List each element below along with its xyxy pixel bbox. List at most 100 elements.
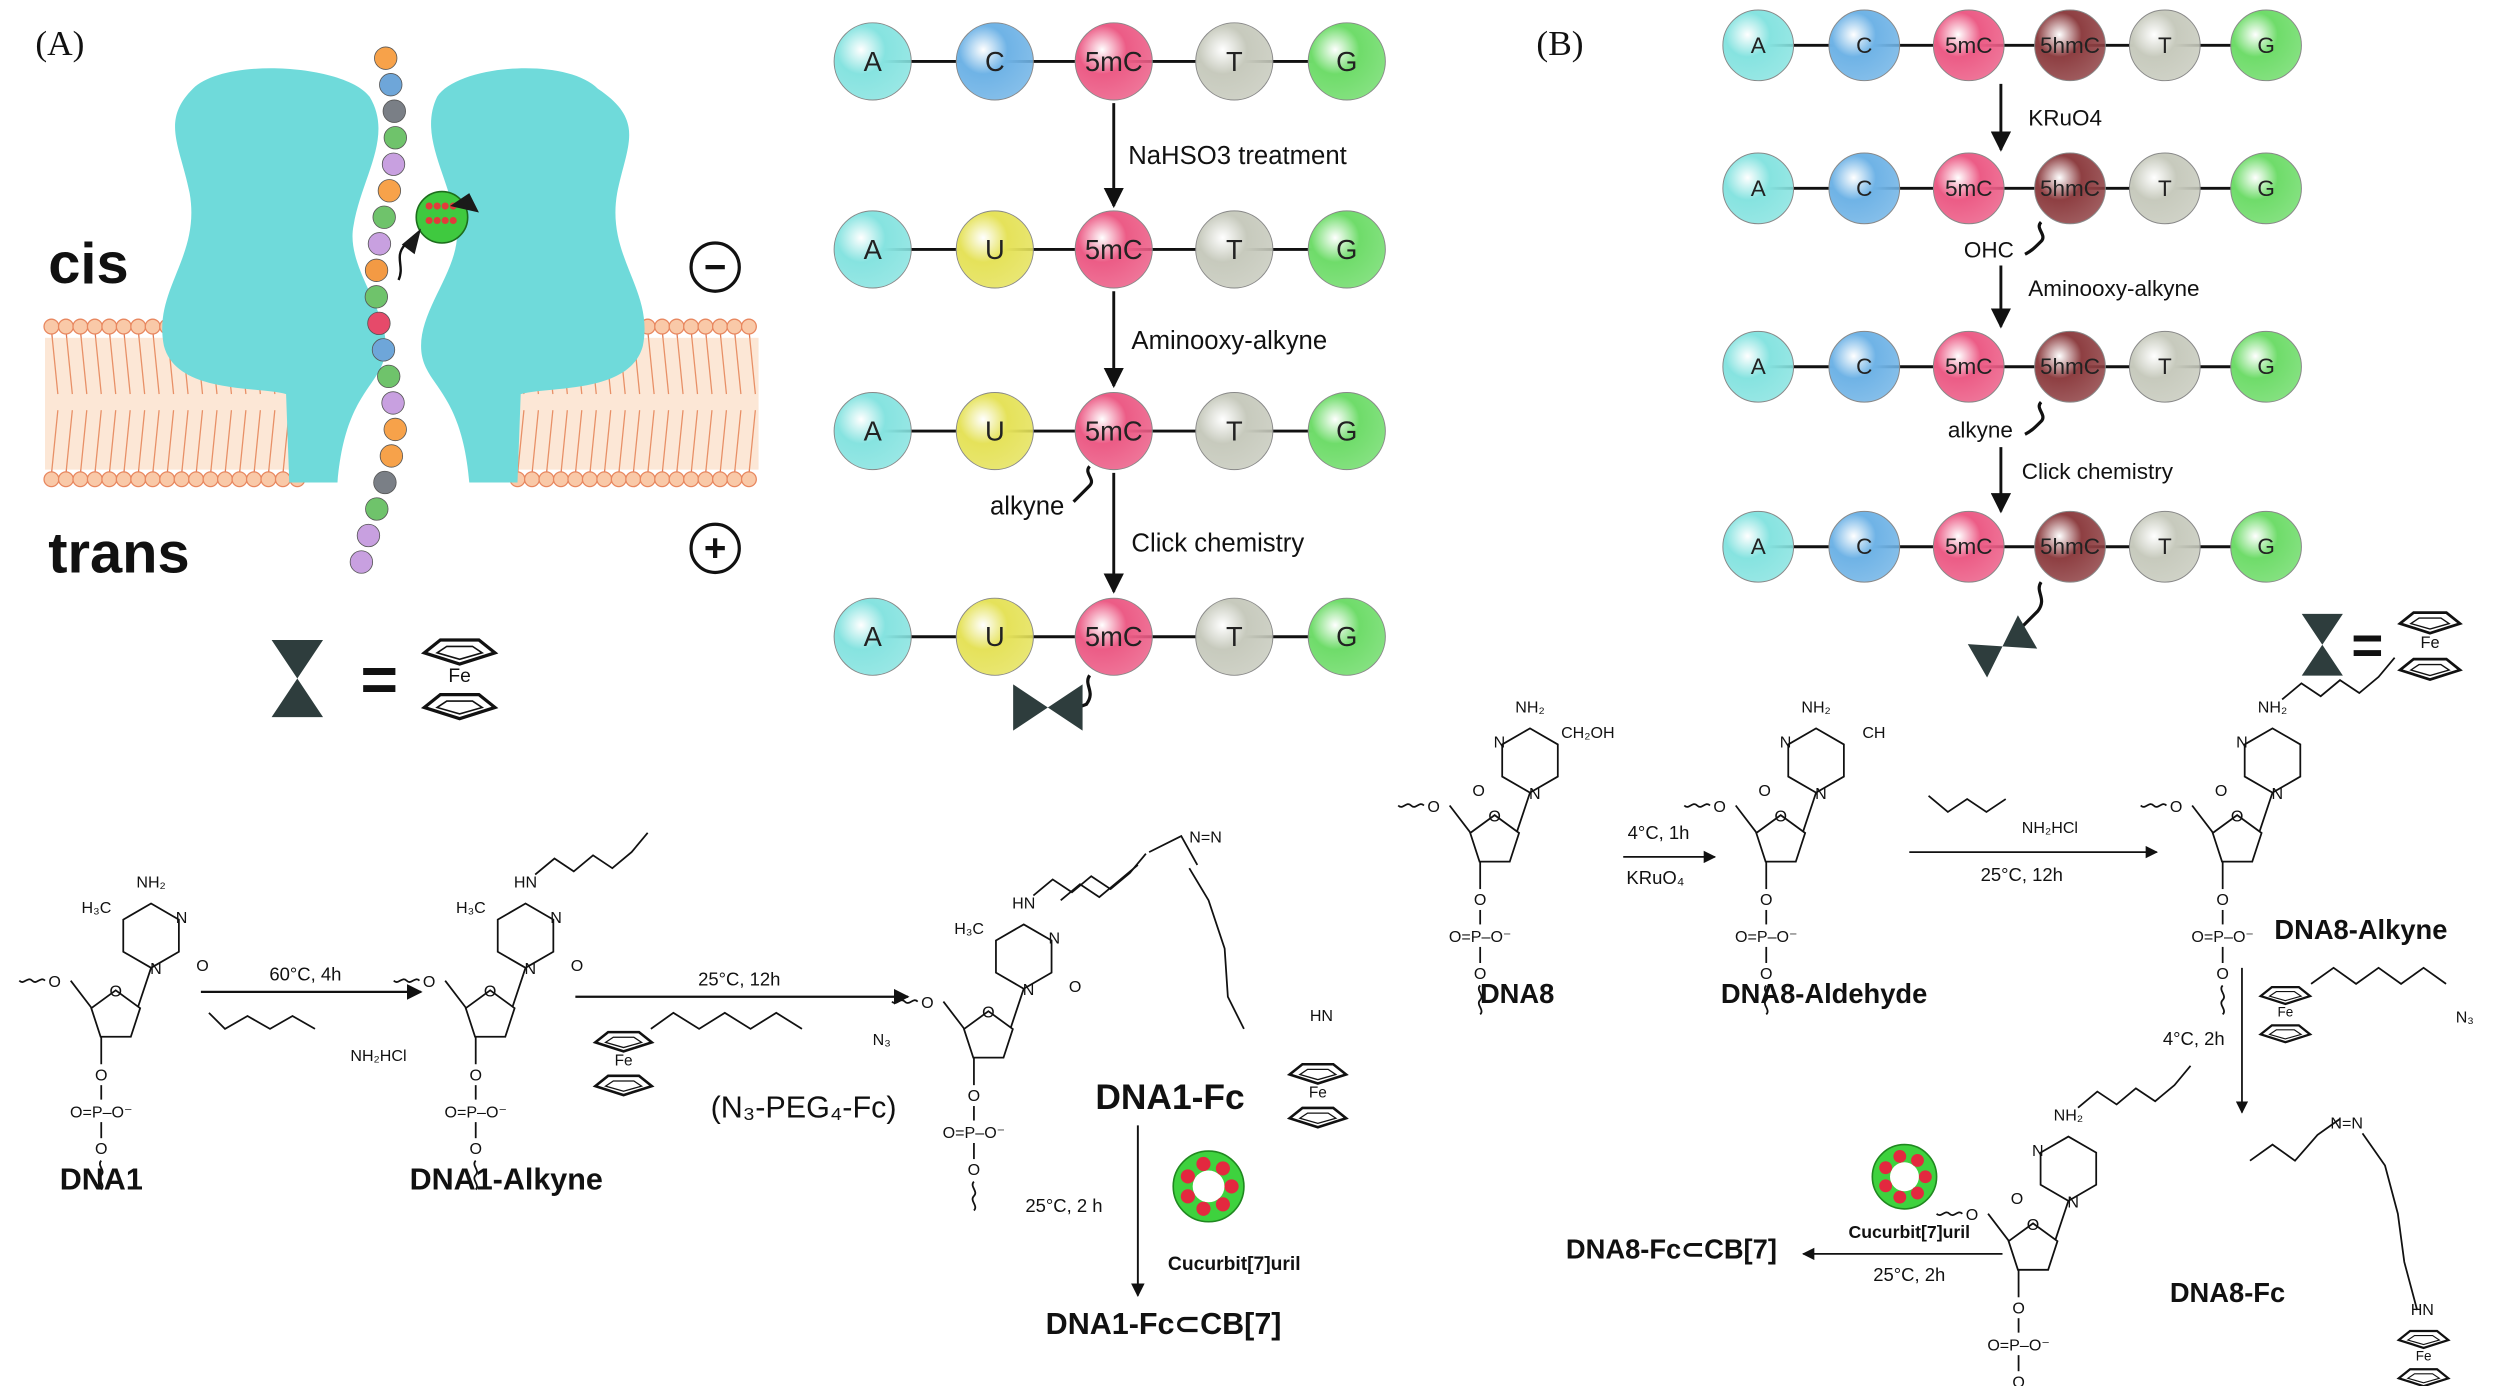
- n3-label: N: [550, 909, 562, 927]
- ring-inner: [2268, 991, 2303, 1002]
- lipid-head: [538, 471, 555, 488]
- lipid-head: [726, 318, 743, 335]
- nucleotide-bead-g: G: [1307, 391, 1386, 471]
- bead-circle: [2034, 510, 2106, 583]
- pyrimidine-ring: [122, 902, 180, 969]
- bead-circle: [2230, 9, 2302, 82]
- glycosidic-bond: [2054, 1200, 2070, 1240]
- lipid-tail: [618, 410, 626, 475]
- bead-circle: [1195, 210, 1274, 289]
- lipid-tail: [123, 329, 131, 395]
- lipid-head: [581, 471, 598, 488]
- lipid-tail: [238, 410, 247, 475]
- bead-circle: [2128, 510, 2201, 583]
- bead-label: G: [1336, 416, 1357, 447]
- nucleotide-bead-u: U: [955, 210, 1034, 289]
- atom-label: O: [109, 983, 122, 1001]
- dna-strand-bead: [364, 258, 389, 282]
- lipid-head: [567, 471, 584, 488]
- carbonyl-o-label: O: [1069, 978, 1082, 996]
- bead-circle: [833, 22, 912, 101]
- bead-circle: [2034, 152, 2106, 225]
- condition-label: 25°C, 12h: [698, 969, 780, 990]
- triazole-peg-chain: [1060, 834, 1245, 1030]
- cb7-oxygen: [1879, 1161, 1893, 1175]
- c4-substituent: HN: [1012, 894, 1035, 912]
- linker-squiggle: [2024, 400, 2045, 436]
- atom-label: O: [2216, 965, 2229, 983]
- ring-inner: [2268, 1029, 2303, 1040]
- nucleotide-bead-g: G: [2230, 9, 2302, 82]
- strand-squiggle: [1477, 984, 1483, 1016]
- atom-label: O: [2027, 1216, 2040, 1234]
- bead-circle: [1932, 9, 2005, 82]
- bead-label: T: [1226, 416, 1243, 447]
- lipid-tail: [719, 329, 728, 395]
- compound-label: DNA8: [1480, 978, 1554, 1009]
- n1-label: N: [2272, 785, 2284, 803]
- nucleotide-bead-5hmc: 5hmC: [2034, 9, 2106, 82]
- lipid-tail: [79, 410, 88, 475]
- cb7-oxygen: [1911, 1186, 1924, 1200]
- ring-inner: [604, 1080, 644, 1092]
- bead-circle: [955, 391, 1034, 471]
- lipid-head: [740, 471, 757, 488]
- bead-label: 5mC: [1945, 176, 1993, 201]
- fe-label: Fe: [1309, 1085, 1327, 1102]
- strand-squiggle: [1935, 1211, 1963, 1216]
- dna-strand-bead: [374, 46, 398, 70]
- lipid-head: [57, 471, 74, 488]
- phosphate-label: O=P–O⁻: [70, 1103, 133, 1121]
- bead-circle: [1722, 152, 1795, 225]
- bead-label: A: [864, 416, 883, 447]
- cb7-label: Cucurbit[7]uril: [1168, 1254, 1301, 1275]
- lipid-tail: [152, 329, 160, 395]
- nanopore-protein-left: [162, 68, 386, 483]
- bond: [942, 1001, 965, 1030]
- bead-label: 5mC: [1085, 621, 1143, 652]
- lipid-head: [144, 318, 161, 335]
- atom-label: O: [1488, 808, 1501, 826]
- fe-label: Fe: [2420, 634, 2439, 652]
- cb7-cavity: [1890, 1162, 1919, 1192]
- c4-substituent: HN: [514, 873, 537, 891]
- panel-label-b: (B): [1536, 23, 1583, 63]
- ring-inner: [2409, 663, 2451, 677]
- triazole-label: N=N: [2330, 1115, 2363, 1133]
- ferrocene-tag-icon: [1013, 684, 1083, 731]
- lipid-head: [101, 471, 118, 488]
- nucleotide-bead-c: C: [1828, 9, 1901, 82]
- lipid-head: [654, 318, 671, 335]
- alkyne-label: alkyne: [1948, 417, 2013, 442]
- lipid-tail: [253, 410, 261, 475]
- nucleotide-bead-t: T: [2128, 152, 2201, 225]
- azide-label: N₃: [873, 1031, 891, 1049]
- lipid-head: [216, 471, 234, 488]
- linker: [397, 243, 406, 281]
- cb7-label: Cucurbit[7]uril: [1848, 1222, 1970, 1242]
- c4-substituent: NH₂: [1515, 698, 1544, 716]
- bead-label: C: [985, 46, 1005, 77]
- strand-squiggle: [473, 1160, 478, 1191]
- bead-circle: [1722, 9, 1795, 82]
- c5-substituent: H₃C: [82, 899, 112, 917]
- bead-label: G: [1336, 46, 1357, 77]
- lipid-tail: [632, 410, 641, 475]
- lipid-tail: [733, 410, 742, 475]
- bead-circle: [1828, 152, 1901, 225]
- deoxyribose-ring: [90, 989, 142, 1038]
- dna-strand-bead: [382, 99, 406, 123]
- phosphate-label: O=P–O⁻: [444, 1103, 506, 1121]
- bead-circle: [1307, 391, 1386, 471]
- c5-substituent: CH: [1862, 724, 1885, 742]
- bead-circle: [1195, 597, 1274, 676]
- bead-circle: [1074, 391, 1153, 471]
- lipid-tail: [224, 410, 233, 475]
- cb7-oxygen: [1893, 1190, 1907, 1204]
- deoxyribose-ring: [1469, 814, 1521, 863]
- ferrocene-icon: Fe: [420, 638, 499, 721]
- cb7-atom: [449, 216, 457, 225]
- atom-label: O: [484, 983, 496, 1001]
